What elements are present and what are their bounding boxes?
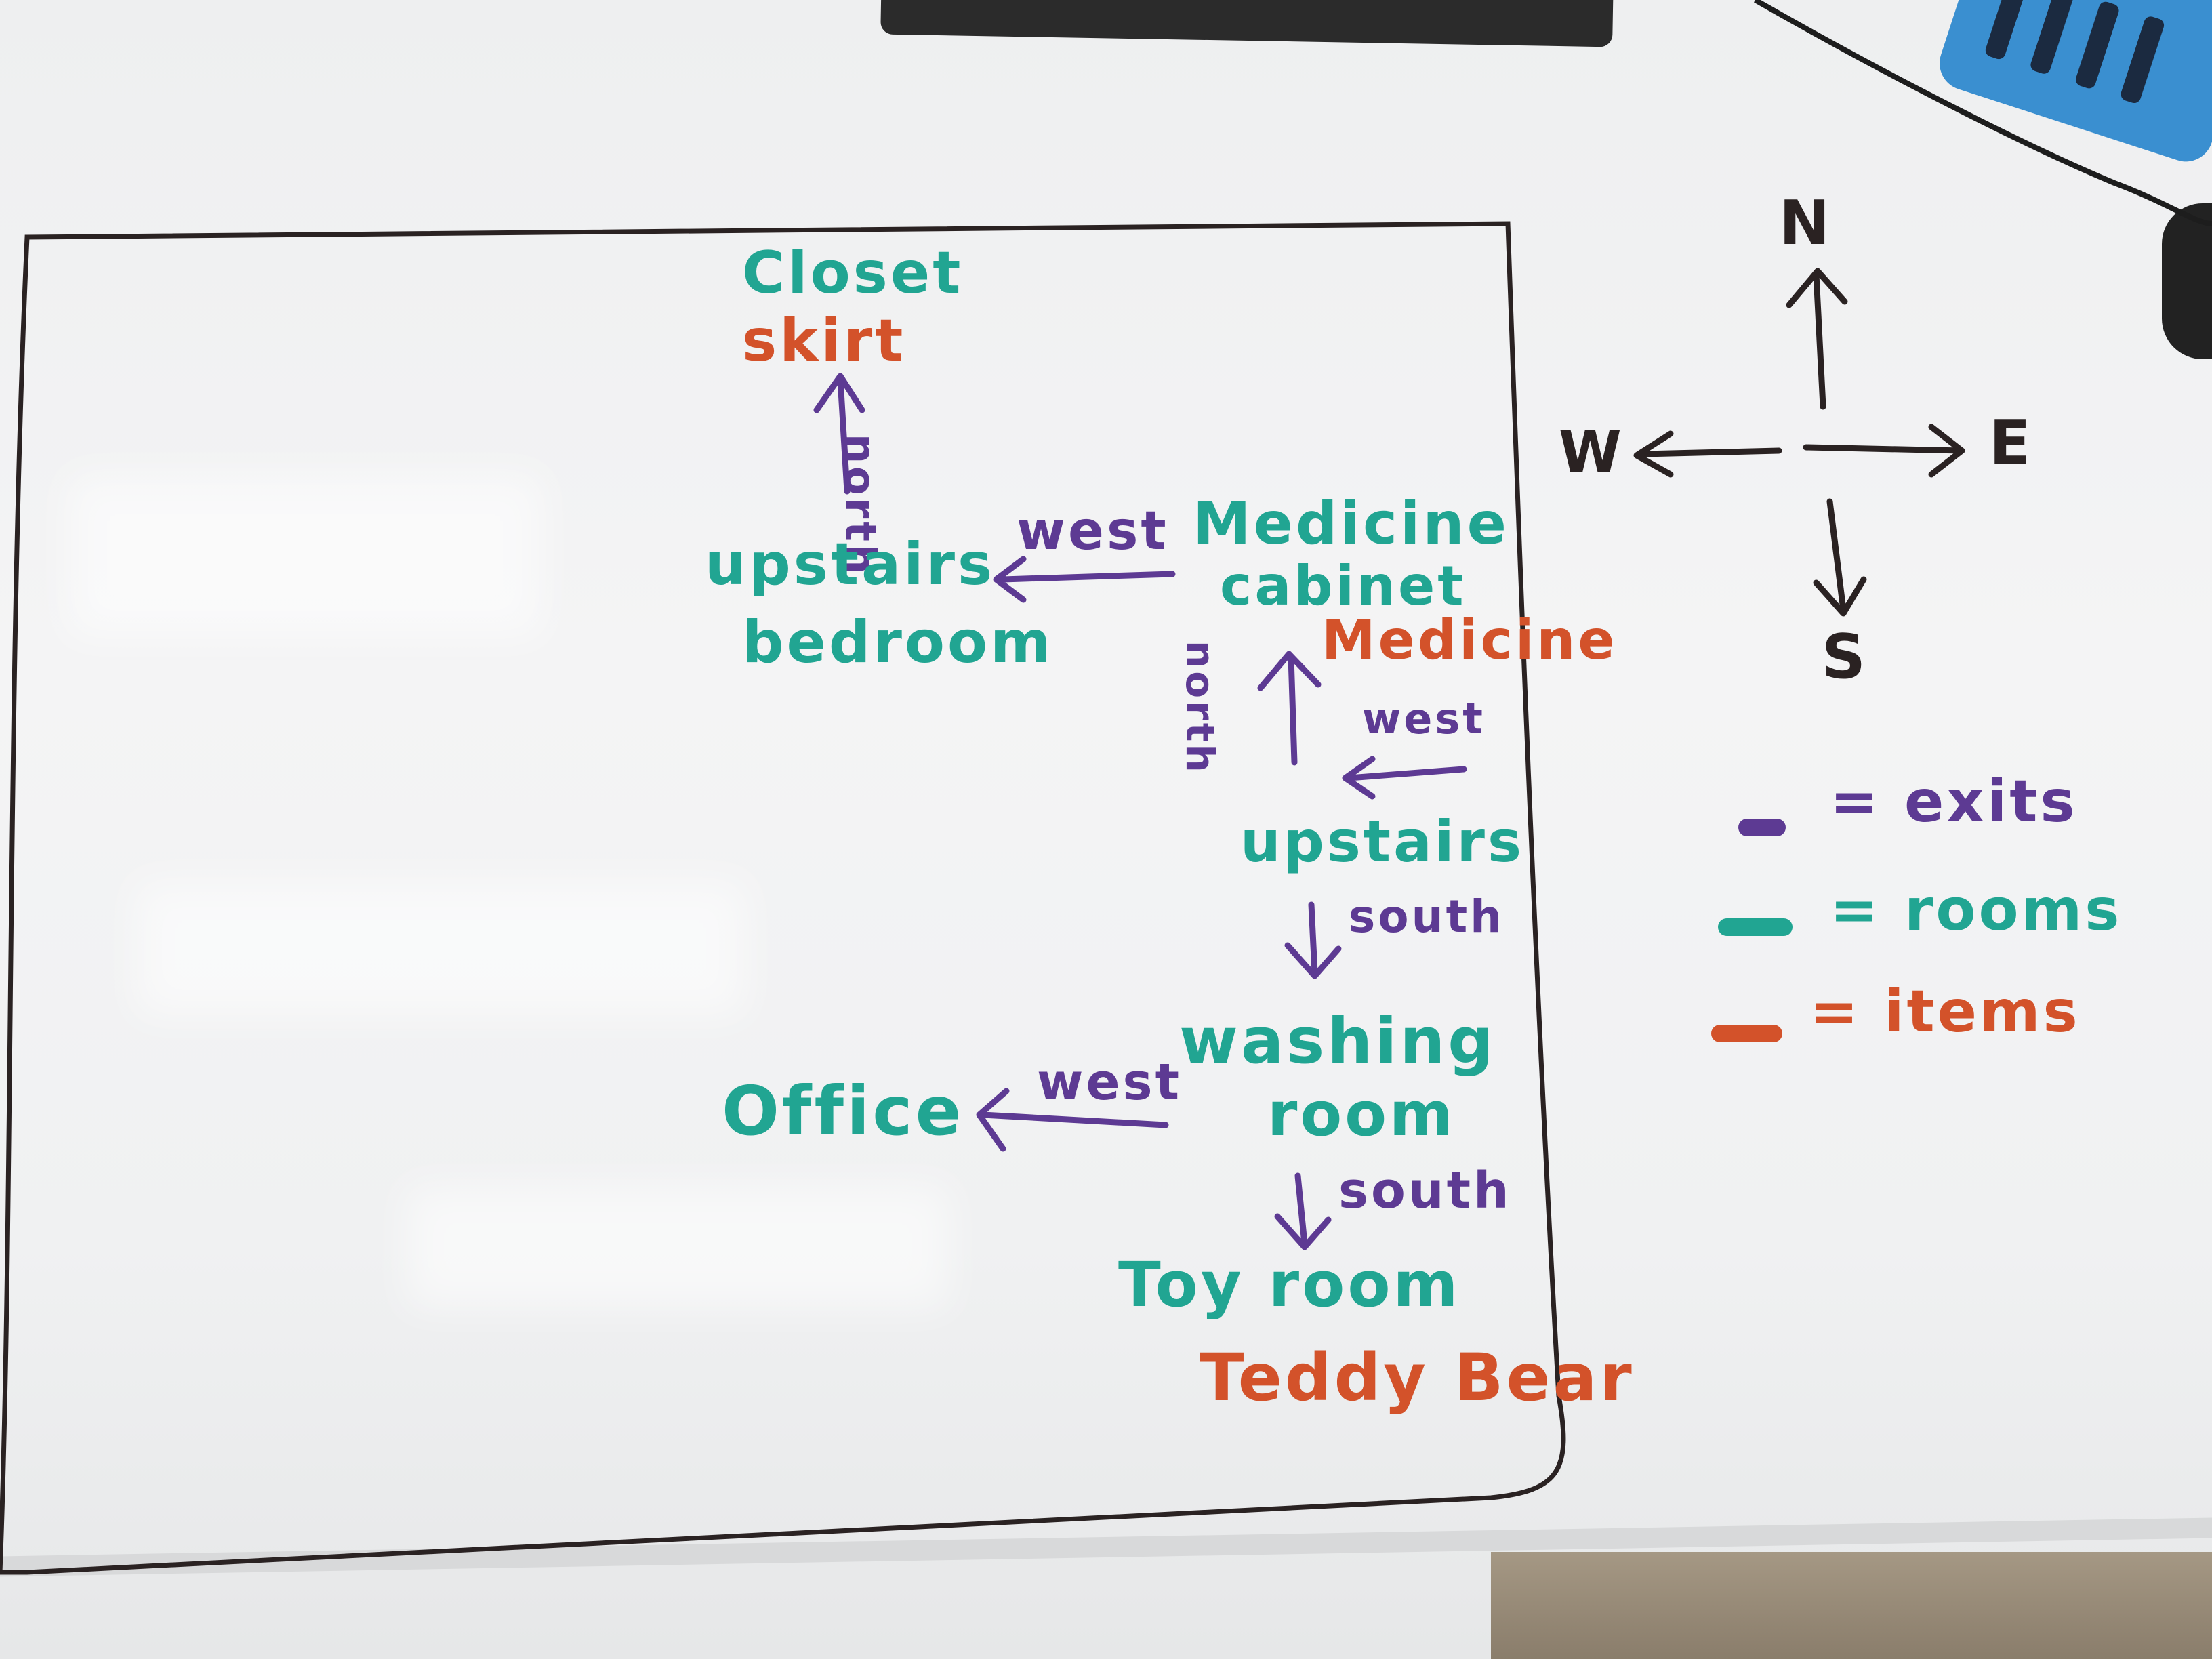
item-medicine: Medicine bbox=[1322, 609, 1618, 672]
exit-label-west-cabinet: west bbox=[1362, 694, 1486, 743]
glare bbox=[68, 474, 542, 637]
compass-north-arrow bbox=[1786, 268, 1848, 410]
exit-arrow-south-washing bbox=[1284, 901, 1342, 979]
compass-letter-s: S bbox=[1822, 621, 1868, 693]
room-medicine-cabinet-line2: cabinet bbox=[1220, 554, 1467, 617]
legend-swatch-rooms bbox=[1718, 918, 1793, 936]
exit-arrow-west-office bbox=[976, 1088, 1169, 1152]
compass-west-arrow bbox=[1633, 430, 1782, 478]
exit-label-west-bedroom: west bbox=[1017, 501, 1169, 562]
exit-arrow-south-toy bbox=[1274, 1172, 1332, 1250]
room-office: Office bbox=[722, 1071, 964, 1151]
legend-label-rooms: = rooms bbox=[1830, 876, 2123, 944]
map-frame bbox=[0, 221, 1566, 1575]
compass-south-arrow bbox=[1813, 498, 1867, 617]
cable bbox=[1754, 0, 2212, 226]
legend-swatch-items bbox=[1711, 1025, 1782, 1042]
legend-swatch-exits bbox=[1738, 819, 1786, 836]
room-upstairs-bedroom-line1: upstairs bbox=[705, 531, 996, 598]
item-teddy-bear: Teddy Bear bbox=[1200, 1340, 1635, 1416]
glare bbox=[136, 881, 745, 1017]
room-medicine-cabinet-line1: Medicine bbox=[1193, 490, 1509, 558]
room-washing-room-line2: room bbox=[1267, 1079, 1456, 1150]
compass-rose bbox=[1633, 268, 1965, 617]
exit-arrow-north-cabinet bbox=[1257, 651, 1322, 766]
mouse bbox=[2162, 203, 2212, 359]
exit-arrow-north-closet bbox=[813, 373, 865, 495]
room-closet: Closet bbox=[742, 239, 964, 307]
room-toy-room: Toy room bbox=[1118, 1248, 1461, 1321]
exit-label-south-washing: south bbox=[1349, 890, 1505, 943]
room-upstairs-bedroom-line2: bedroom bbox=[742, 609, 1054, 676]
floor bbox=[1491, 1552, 2212, 1659]
compass-letter-w: W bbox=[1559, 419, 1624, 485]
room-upstairs: upstairs bbox=[1240, 808, 1524, 875]
glare bbox=[407, 1186, 949, 1308]
legend-label-exits: = exits bbox=[1830, 768, 2078, 836]
exit-label-south-toy: south bbox=[1338, 1162, 1512, 1220]
exit-arrow-west-bedroom bbox=[993, 556, 1176, 603]
legend-label-items: = items bbox=[1809, 978, 2081, 1046]
room-washing-room-line1: washing bbox=[1179, 1004, 1496, 1078]
compass-letter-e: E bbox=[1989, 408, 2034, 479]
compass-east-arrow bbox=[1803, 424, 1965, 478]
compass-letter-n: N bbox=[1779, 188, 1833, 259]
exit-label-west-office: west bbox=[1037, 1053, 1182, 1111]
item-skirt: skirt bbox=[742, 307, 906, 375]
exit-label-north-cabinet: north bbox=[1177, 640, 1223, 775]
exit-arrow-west-cabinet bbox=[1342, 756, 1467, 800]
